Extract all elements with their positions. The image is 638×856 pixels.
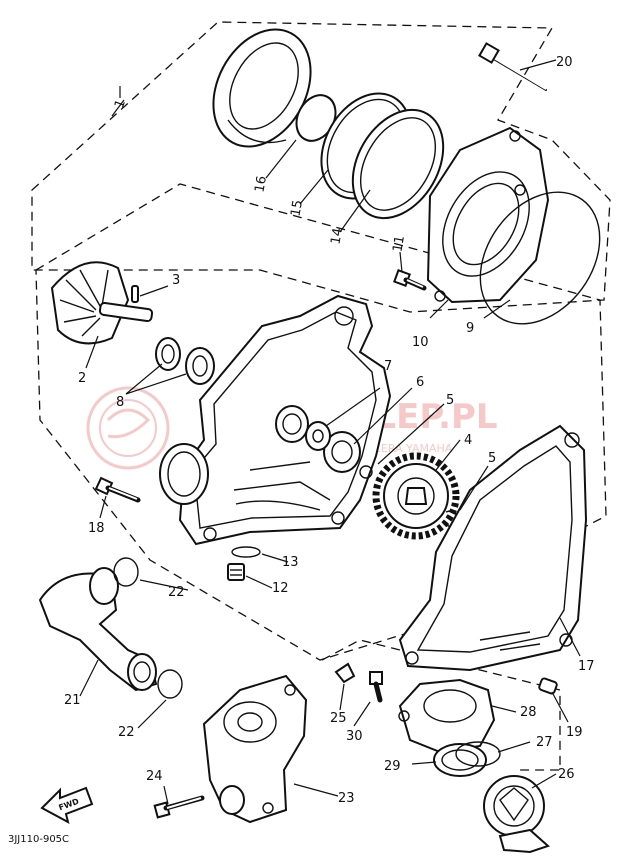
callout-11: 11	[390, 234, 408, 253]
callout-18: 18	[88, 521, 105, 536]
pump-body	[159, 294, 392, 546]
callout-15: 15	[288, 199, 306, 218]
callout-25: 25	[330, 711, 347, 726]
callout-23: 23	[338, 791, 355, 806]
forward-arrow-icon: FWD	[40, 786, 94, 824]
callout-26: 26	[558, 767, 575, 782]
callout-6: 6	[416, 375, 424, 390]
part-13-o-ring	[231, 546, 261, 558]
callout-22b: 22	[118, 725, 135, 740]
callout-22a: 22	[168, 585, 185, 600]
callout-20: 20	[556, 55, 573, 70]
callout-5b: 5	[488, 451, 496, 466]
part-17-gasket	[398, 424, 588, 672]
part-14-o-ring	[351, 108, 445, 220]
part-20-bolt	[478, 42, 547, 91]
part-4-gear	[372, 452, 460, 540]
part-19-dowel-pin	[538, 677, 558, 695]
part-11-bolt	[393, 269, 427, 291]
part-27-gasket	[455, 741, 501, 767]
part-23-thermostat-housing	[202, 674, 308, 824]
callout-12: 12	[272, 581, 289, 596]
part-29-o-ring	[433, 743, 487, 777]
callout-7: 7	[384, 359, 392, 374]
callout-9: 9	[466, 321, 474, 336]
callout-17: 17	[578, 659, 595, 674]
part-21-water-pipe	[38, 567, 158, 692]
callout-28: 28	[520, 705, 537, 720]
callout-labels: 1 2 3 4 5 5 6 7 8 9 10 11 12 13 14 15 16…	[64, 55, 595, 806]
part-28-thermostat-cover	[398, 678, 496, 754]
part-8-seal-a	[155, 337, 181, 371]
part-22-o-ring-b	[157, 669, 183, 699]
callout-5a: 5	[446, 393, 454, 408]
part-2-impeller	[50, 261, 154, 345]
callout-14: 14	[328, 227, 346, 246]
callout-1: 1	[112, 98, 129, 111]
callout-24: 24	[146, 769, 163, 784]
part-12-drain-bolt	[227, 563, 245, 581]
callout-2: 2	[78, 371, 86, 386]
callout-27: 27	[536, 735, 553, 750]
callout-4: 4	[464, 433, 472, 448]
callout-10: 10	[412, 335, 429, 350]
part-7-bearing	[305, 421, 331, 451]
part-30-bolt	[369, 671, 383, 703]
callout-29: 29	[384, 759, 401, 774]
callout-19: 19	[566, 725, 583, 740]
callout-8: 8	[116, 395, 124, 410]
part-22-o-ring-a	[113, 557, 139, 587]
part-25-cap	[334, 662, 356, 684]
part-24-bolt	[153, 795, 205, 819]
part-9-o-ring	[479, 191, 601, 325]
callout-30: 30	[346, 729, 363, 744]
part-10-pump-housing-cover	[426, 126, 550, 304]
callout-3: 3	[172, 273, 180, 288]
callout-21: 21	[64, 693, 81, 708]
part-26-thermostat	[483, 775, 550, 854]
leader-lines	[79, 59, 581, 805]
callout-16: 16	[252, 175, 270, 194]
part-18-bolt	[94, 476, 141, 503]
diagram-code: 3JJ110-905C	[8, 834, 69, 845]
part-3-pin	[131, 285, 139, 303]
callout-13: 13	[282, 555, 299, 570]
assembly-outline-upper	[31, 21, 611, 313]
part-8-seal-b	[185, 347, 215, 385]
